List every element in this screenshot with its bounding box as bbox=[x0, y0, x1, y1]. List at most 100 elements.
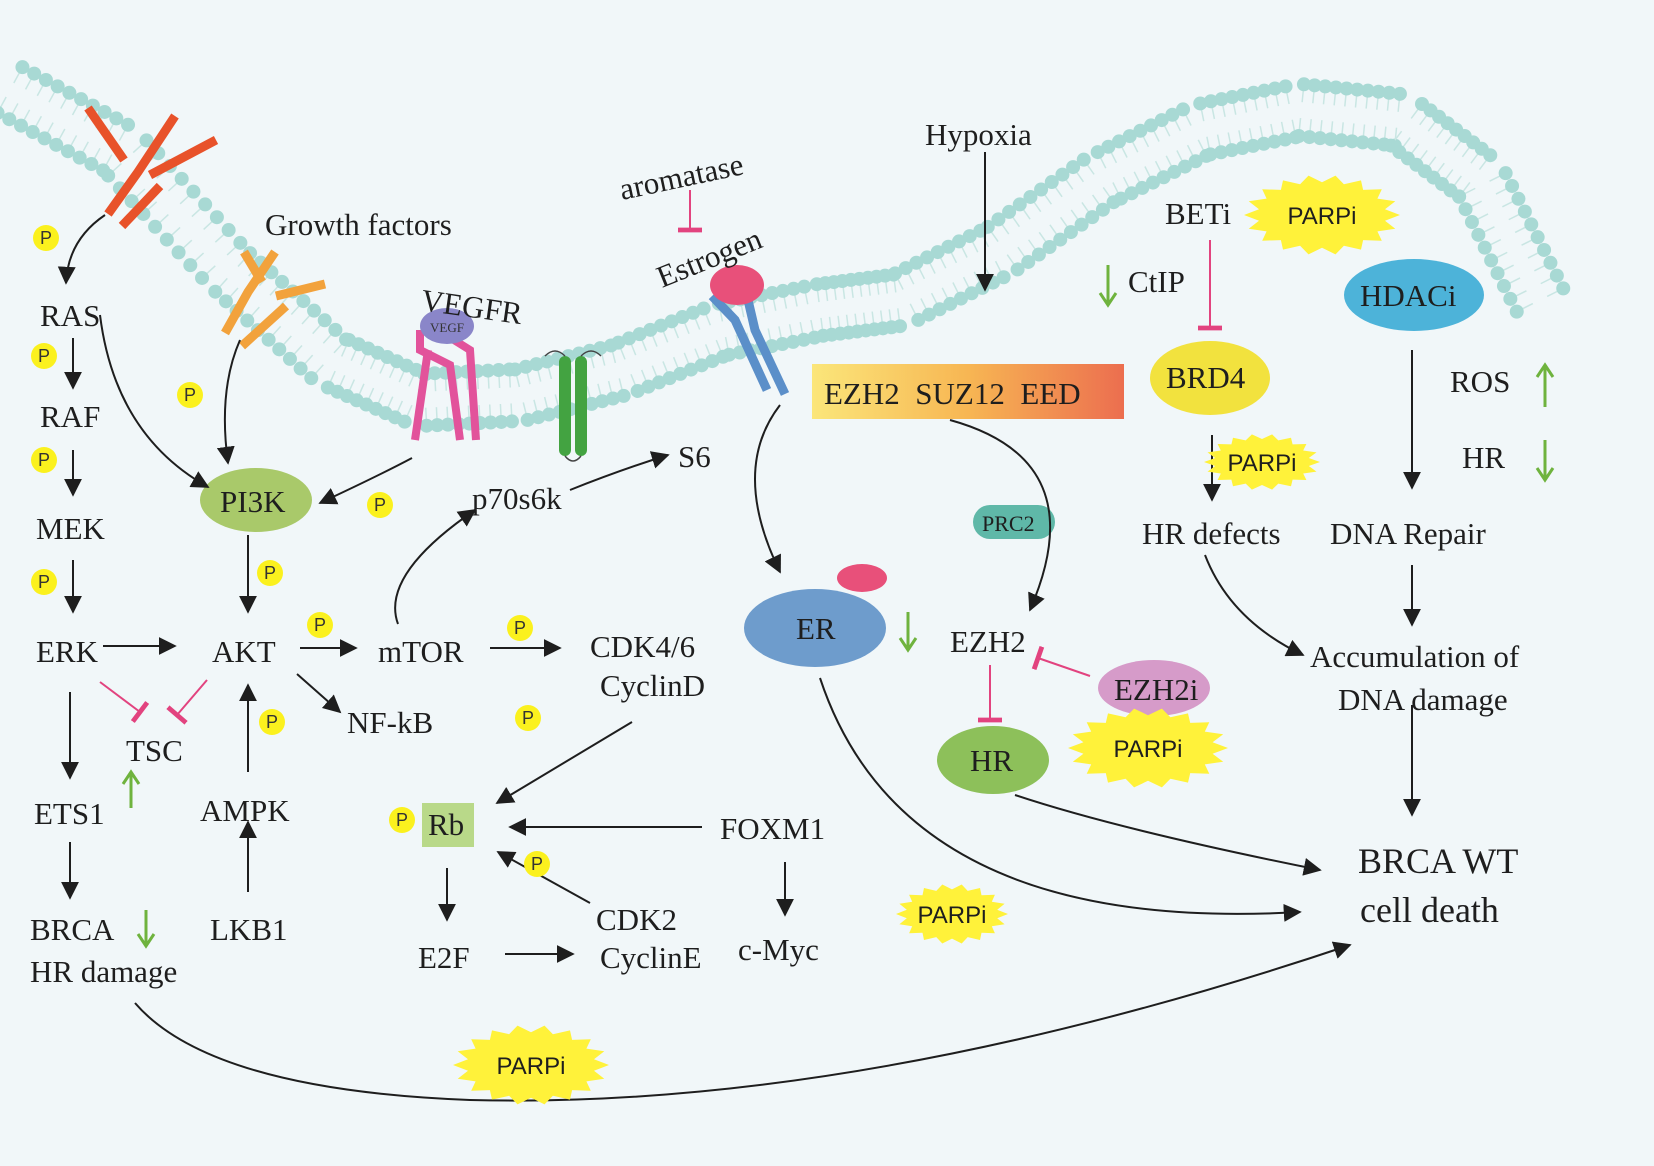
dna-repair-label: DNA Repair bbox=[1330, 516, 1487, 551]
lipid-head bbox=[1214, 145, 1229, 160]
lipid-head bbox=[673, 366, 688, 381]
lipid-head bbox=[430, 418, 445, 433]
lipid-head bbox=[1296, 77, 1311, 92]
lipid-head bbox=[1165, 107, 1180, 122]
lipid-head bbox=[159, 232, 174, 247]
lipid-head bbox=[1167, 164, 1182, 179]
lipid-head bbox=[643, 322, 658, 337]
lipid-head bbox=[282, 351, 297, 366]
lipid-head bbox=[1392, 86, 1407, 101]
lipid-head bbox=[1483, 148, 1498, 163]
hr-label: HR bbox=[970, 743, 1013, 778]
er-down-arrow bbox=[898, 612, 918, 653]
s6-label: S6 bbox=[678, 439, 711, 474]
inhibition-lines bbox=[99, 190, 1222, 725]
nfkb-label: NF-kB bbox=[347, 705, 433, 740]
ros-up-arrow bbox=[1535, 362, 1555, 407]
svg-text:PARPi: PARPi bbox=[918, 902, 987, 929]
lipid-head bbox=[1066, 160, 1081, 175]
ctip-down-arrow bbox=[1098, 265, 1118, 308]
lipid-head bbox=[1112, 134, 1127, 149]
vegf-ligand bbox=[420, 308, 474, 344]
lipid-head bbox=[27, 66, 42, 81]
lipid-head bbox=[622, 331, 637, 346]
lipid-head bbox=[705, 354, 720, 369]
phospho-icon: P bbox=[367, 492, 393, 518]
lipid-head bbox=[1313, 131, 1328, 146]
lipid-head bbox=[296, 294, 311, 309]
lipid-head bbox=[1366, 136, 1381, 151]
svg-text:P: P bbox=[396, 810, 408, 830]
cmyc-label: c-Myc bbox=[738, 932, 819, 967]
svg-text:PARPi: PARPi bbox=[497, 1053, 566, 1080]
cycline-label: CyclinE bbox=[600, 940, 702, 975]
lipid-head bbox=[932, 302, 947, 317]
parpi-burst: PARPi bbox=[453, 1025, 609, 1105]
lipid-head bbox=[328, 322, 343, 337]
lipid-head bbox=[49, 137, 64, 152]
er-ligand bbox=[837, 564, 887, 592]
lipid-head bbox=[1021, 254, 1036, 269]
lipid-head bbox=[209, 210, 224, 225]
lipid-head bbox=[797, 279, 812, 294]
lipid-head bbox=[38, 72, 53, 87]
lipid-head bbox=[1458, 202, 1473, 217]
lipid-head bbox=[1549, 268, 1564, 283]
lipid-head bbox=[1156, 170, 1171, 185]
lipid-head bbox=[293, 361, 308, 376]
svg-text:P: P bbox=[531, 854, 543, 874]
lipid-head bbox=[732, 345, 747, 360]
lipid-head bbox=[584, 396, 599, 411]
ezh2i-node bbox=[1098, 660, 1210, 716]
lipid-head bbox=[1154, 113, 1169, 128]
parpi-burst: PARPi bbox=[1204, 434, 1320, 490]
lipid-head bbox=[272, 342, 287, 357]
lipid-head bbox=[508, 362, 523, 377]
lipid-head bbox=[611, 335, 626, 350]
lipid-head bbox=[1496, 279, 1511, 294]
pi3k-label: PI3K bbox=[220, 484, 286, 519]
lipid-head bbox=[1509, 304, 1524, 319]
lipid-head bbox=[1355, 135, 1370, 150]
lipid-head bbox=[664, 314, 679, 329]
svg-text:P: P bbox=[266, 712, 278, 732]
lipid-head bbox=[593, 341, 608, 356]
lipid-head bbox=[109, 111, 124, 126]
lipid-head bbox=[595, 394, 610, 409]
change-indicators bbox=[121, 265, 1555, 949]
lipid-head bbox=[696, 301, 711, 316]
lipid-head bbox=[50, 79, 65, 94]
lipid-head bbox=[1012, 197, 1027, 212]
lipid-head bbox=[427, 366, 442, 381]
lipid-head bbox=[481, 363, 496, 378]
lipid-head bbox=[1193, 96, 1208, 111]
lipid-head bbox=[786, 281, 801, 296]
lipid-head bbox=[888, 266, 903, 281]
lipid-head bbox=[1188, 154, 1203, 169]
svg-text:PARPi: PARPi bbox=[1114, 736, 1183, 763]
lipid-head bbox=[1042, 240, 1057, 255]
brd4-node bbox=[1150, 341, 1270, 415]
svg-text:P: P bbox=[314, 615, 326, 635]
lipid-head bbox=[991, 212, 1006, 227]
lipid-head bbox=[540, 354, 555, 369]
activation-arrows bbox=[57, 152, 1421, 1102]
lipid-head bbox=[483, 415, 498, 430]
lipid-head bbox=[1002, 204, 1017, 219]
lipid-head bbox=[1235, 87, 1250, 102]
ras-label: RAS bbox=[40, 298, 100, 333]
rb-box bbox=[422, 803, 474, 847]
lipid-head bbox=[1063, 225, 1078, 240]
aromatase-label: aromatase bbox=[616, 146, 746, 206]
lipid-head bbox=[1517, 204, 1532, 219]
lipid-head bbox=[1498, 166, 1513, 181]
lipid-head bbox=[1176, 102, 1191, 117]
lipid-head bbox=[1101, 139, 1116, 154]
lipid-head bbox=[37, 131, 52, 146]
lipid-head bbox=[1122, 129, 1137, 144]
lipid-tail bbox=[0, 96, 7, 110]
p70s6k-label: p70s6k bbox=[472, 481, 562, 516]
lipid-head bbox=[317, 313, 332, 328]
lipid-head bbox=[1010, 262, 1025, 277]
svg-text:P: P bbox=[374, 495, 386, 515]
